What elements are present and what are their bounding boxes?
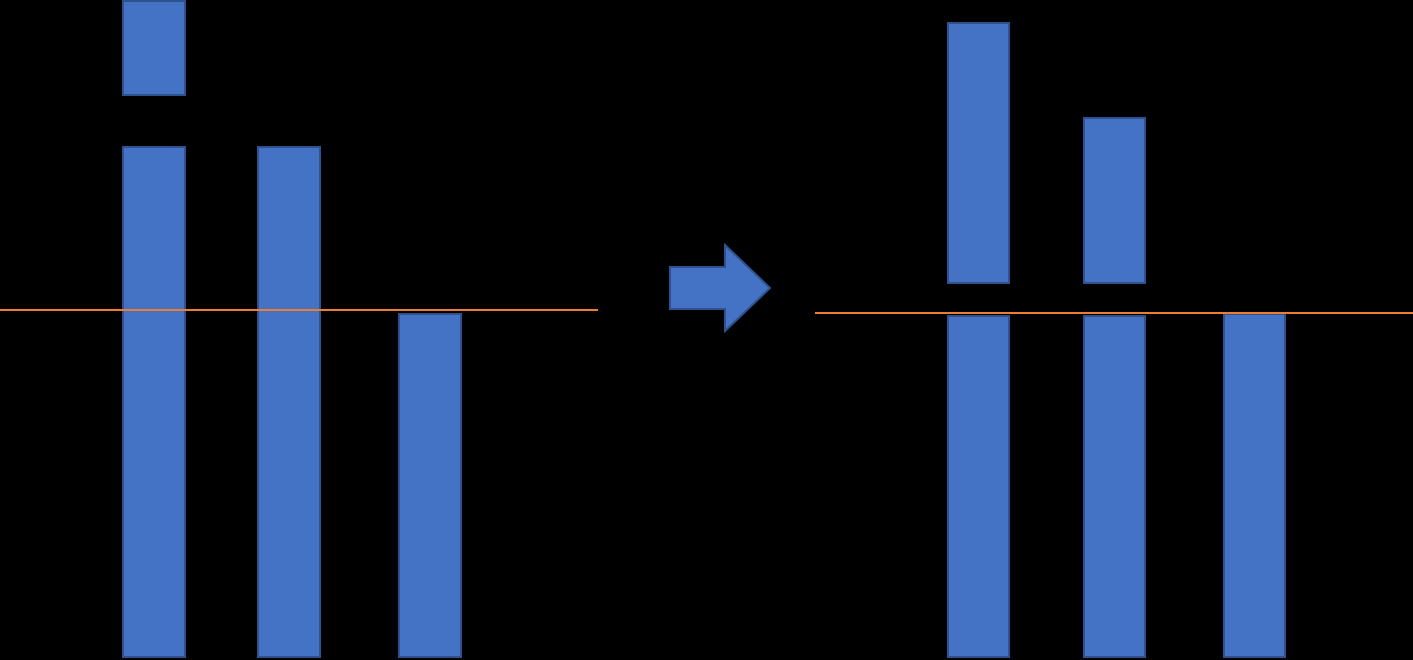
bar-segment <box>1223 313 1286 658</box>
bar-segment <box>947 22 1010 284</box>
bar-segment <box>122 0 186 96</box>
bar-segment <box>257 146 321 658</box>
bar-segment <box>1083 117 1146 284</box>
bar-segment <box>122 146 186 658</box>
bar-segment <box>1083 315 1146 658</box>
axis-line <box>815 312 1413 314</box>
bar-segment <box>398 313 462 658</box>
axis-line <box>0 309 598 311</box>
bar-segment <box>947 315 1010 658</box>
